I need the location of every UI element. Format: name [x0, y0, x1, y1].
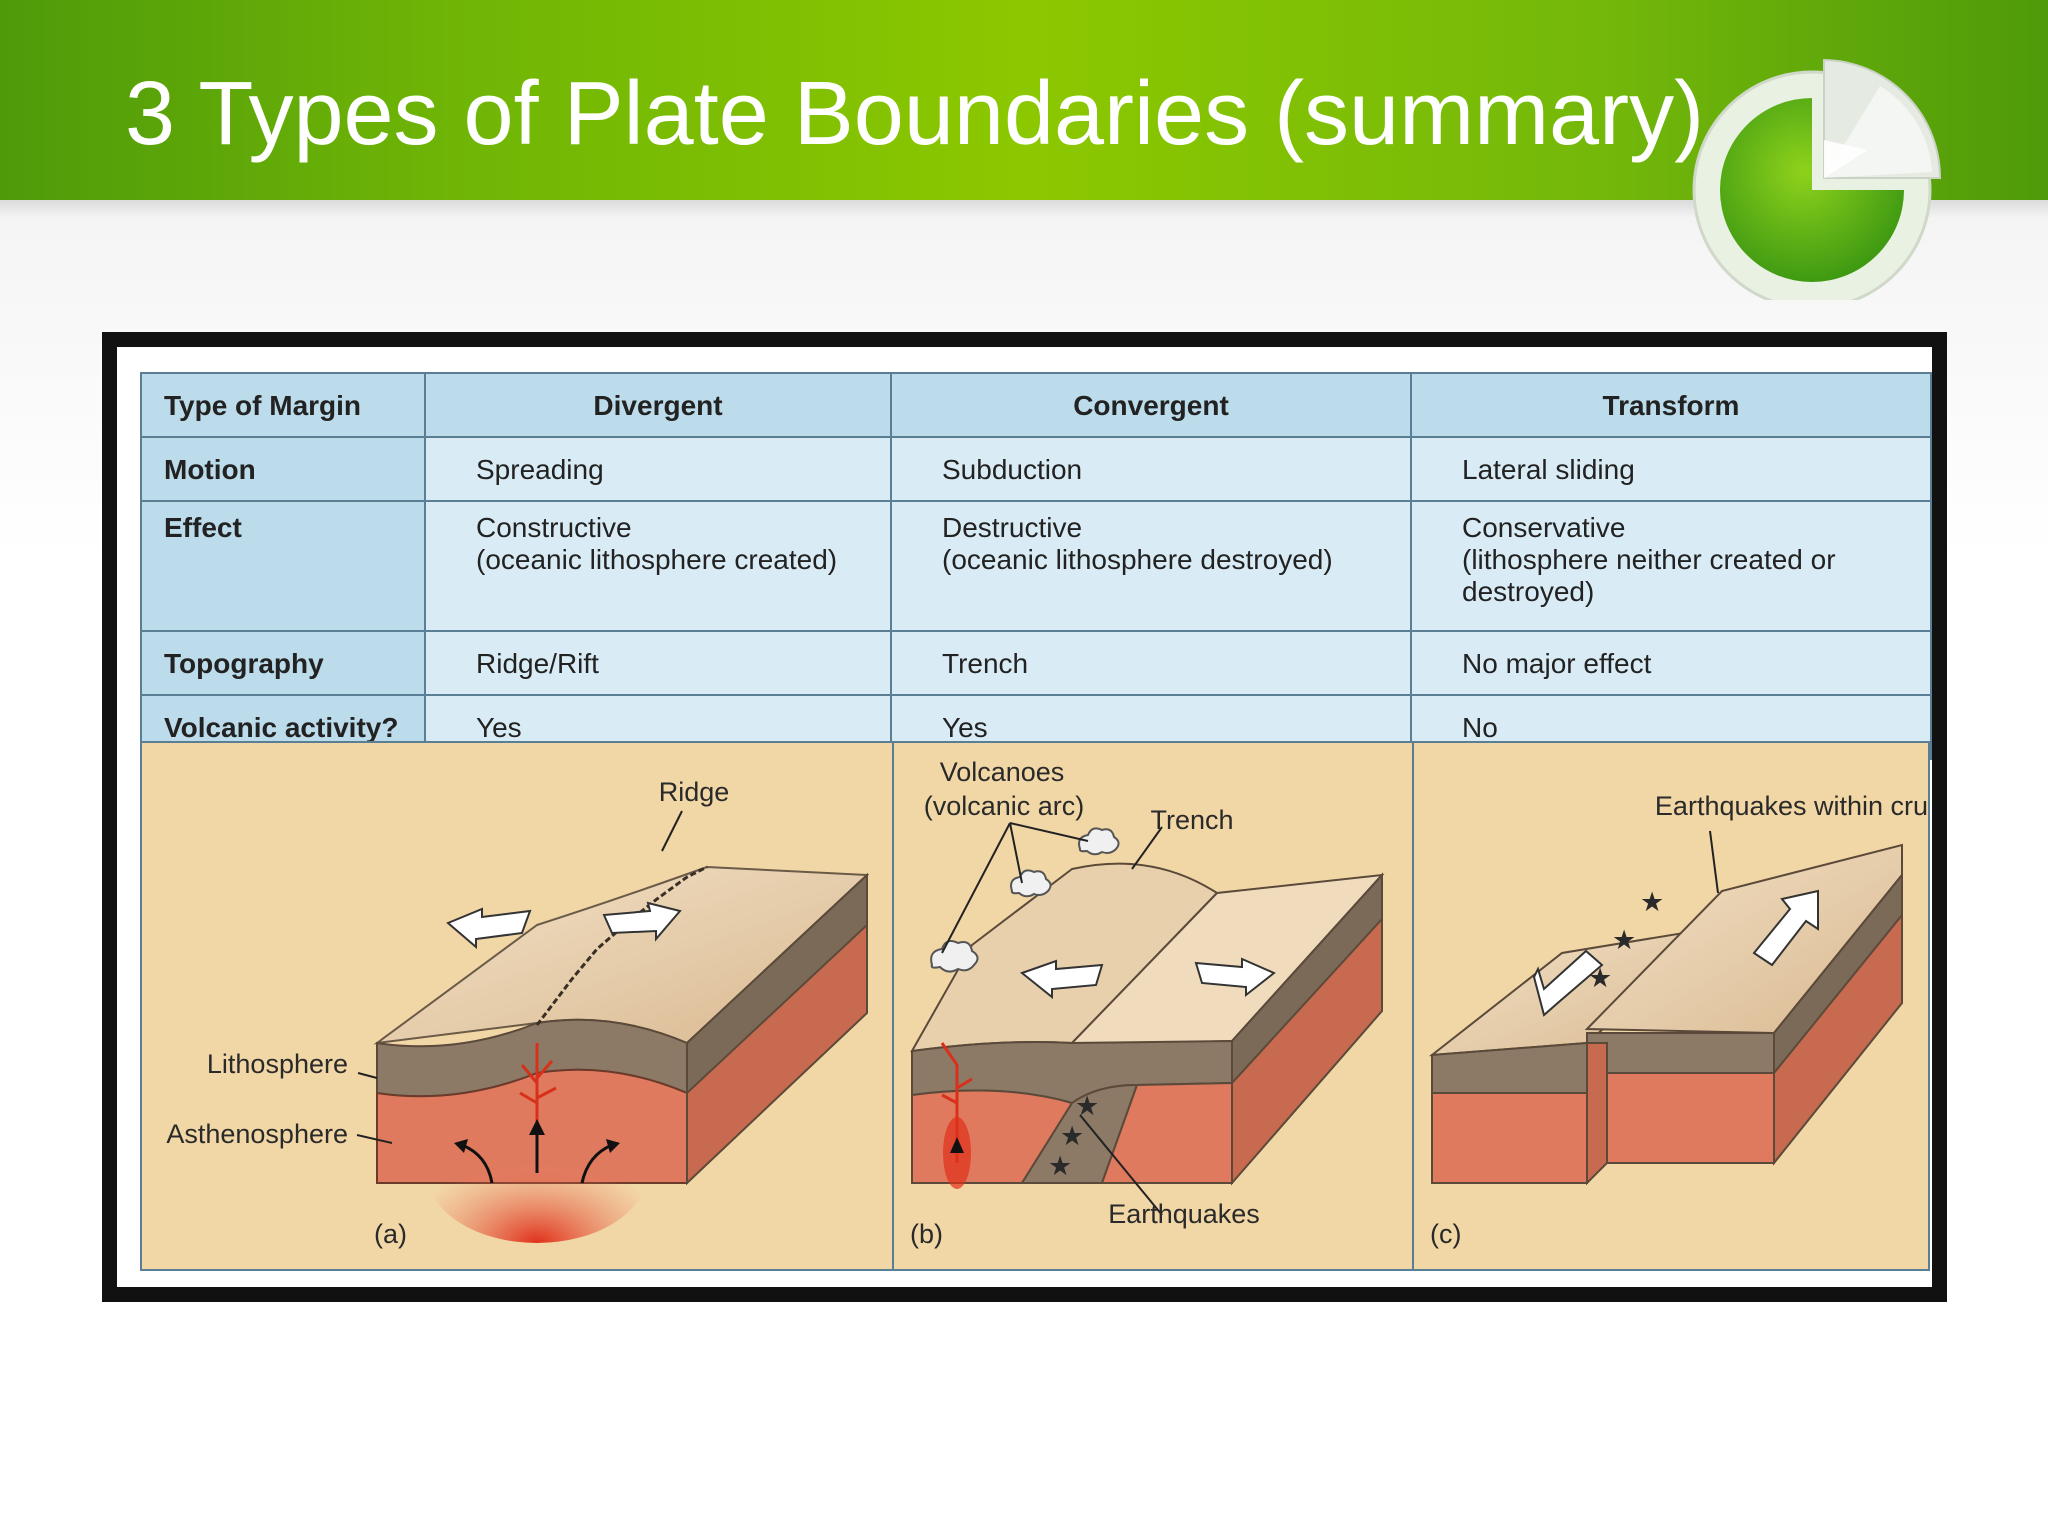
arrowhead — [950, 1137, 964, 1153]
table-header-row: Type of Margin Divergent Convergent Tran… — [140, 372, 1932, 438]
pie-chart-logo-icon — [1692, 58, 1942, 300]
asthenosphere-leader-line — [356, 1134, 393, 1144]
diagram-canvas: Ridge Lithosphere Asthenosphere (a) — [166, 757, 1928, 1249]
column-header-divergent: Divergent — [424, 372, 892, 438]
cell-line: (oceanic lithosphere created) — [476, 544, 838, 575]
table-row-topography: Topography Ridge/Rift Trench No major ef… — [140, 630, 1932, 696]
rising-magma-veins — [519, 1043, 557, 1143]
cell-line: (oceanic lithosphere destroyed) — [942, 544, 1333, 575]
volcano-cloud — [1010, 869, 1052, 898]
panel-divider — [1412, 743, 1414, 1269]
lithosphere-label: Lithosphere — [207, 1049, 348, 1079]
transform-boundary-diagram: ★ ★ ★ Earthquakes within crust (c) — [1428, 791, 1928, 1249]
table-cell: Ridge/Rift — [424, 630, 892, 696]
divergent-side-lithosphere — [686, 872, 868, 1096]
banner-shadow — [0, 200, 2048, 218]
table-row-motion: Motion Spreading Subduction Lateral slid… — [140, 436, 1932, 502]
slide-arrow-up-right — [1752, 889, 1819, 967]
volcanic-arc-label: (volcanic arc) — [924, 791, 1085, 821]
figure-canvas: Type of Margin Divergent Convergent Tran… — [117, 347, 1932, 1287]
earthquakes-label: Earthquakes — [1108, 1199, 1260, 1229]
figure-frame: Type of Margin Divergent Convergent Tran… — [102, 332, 1947, 1302]
volcano-leader-line — [941, 822, 1011, 954]
earthquake-star: ★ — [1588, 963, 1612, 993]
trench-label: Trench — [1150, 805, 1233, 835]
slide-arrow-down-left — [1532, 949, 1604, 1017]
column-header-transform: Transform — [1410, 372, 1932, 438]
volcanoes-label: Volcanoes — [940, 757, 1065, 787]
row-label-effect: Effect — [140, 500, 426, 632]
table-cell: Lateral sliding — [1410, 436, 1932, 502]
panel-label-b: (b) — [910, 1219, 943, 1249]
plate-boundaries-summary-table: Type of Margin Divergent Convergent Tran… — [140, 372, 1932, 760]
corner-header-cell: Type of Margin — [140, 372, 426, 438]
volcano-leader-line — [1009, 822, 1089, 842]
panel-label-a: (a) — [374, 1219, 407, 1249]
cell-line: destroyed) — [1462, 576, 1595, 607]
column-header-convergent: Convergent — [890, 372, 1412, 438]
trench-leader-line — [1131, 826, 1163, 870]
earthquake-star: ★ — [1075, 1091, 1099, 1121]
row-label-motion: Motion — [140, 436, 426, 502]
panel-divider — [892, 743, 894, 1269]
cell-line: Constructive — [476, 512, 632, 543]
convergence-arrow-right — [1194, 957, 1276, 998]
lithosphere-leader-line — [357, 1072, 378, 1079]
table-cell: Conservative (lithosphere neither create… — [1410, 500, 1932, 632]
table-cell: Subduction — [890, 436, 1412, 502]
earthquakes-within-crust-label: Earthquakes within crust — [1655, 791, 1928, 821]
table-cell: Destructive (oceanic lithosphere destroy… — [890, 500, 1412, 632]
volcano-leader-line — [1009, 822, 1023, 884]
earthquakes-crust-leader-line — [1709, 830, 1719, 894]
spreading-arrow-right — [602, 901, 682, 942]
divergent-boundary-diagram: Ridge Lithosphere Asthenosphere (a) — [166, 777, 870, 1249]
transform-left-asthenosphere — [1431, 1092, 1588, 1184]
transform-right-asthenosphere — [1606, 1072, 1775, 1164]
table-cell: No major effect — [1410, 630, 1932, 696]
earthquake-star: ★ — [1060, 1121, 1084, 1151]
convergent-side-lithosphere — [1231, 872, 1383, 1086]
transform-side-lithosphere — [1773, 872, 1903, 1076]
cell-line: Conservative — [1462, 512, 1626, 543]
table-row-effect: Effect Constructive (oceanic lithosphere… — [140, 500, 1932, 632]
slide-title: 3 Types of Plate Boundaries (summary) — [125, 64, 1705, 164]
convection-arrow-left — [461, 1143, 494, 1184]
volcano-cloud — [1078, 827, 1120, 856]
convergent-boundary-diagram: ★ ★ ★ Volcanoes (volcanic arc) Trench Ea… — [910, 757, 1385, 1249]
volcano-cloud — [930, 940, 979, 973]
earthquakes-leader-line — [1079, 1114, 1163, 1216]
arrowhead — [529, 1119, 545, 1135]
table-cell: Spreading — [424, 436, 892, 502]
earthquake-star: ★ — [1612, 925, 1636, 955]
transform-right-lithosphere — [1586, 1032, 1775, 1074]
panel-label-c: (c) — [1430, 1219, 1461, 1249]
cell-line: Destructive — [942, 512, 1083, 543]
table-cell: Trench — [890, 630, 1412, 696]
arrowhead — [606, 1139, 620, 1153]
arrowhead — [454, 1139, 468, 1153]
row-label-topography: Topography — [140, 630, 426, 696]
cell-line: (lithosphere neither created or — [1462, 544, 1836, 575]
asthenosphere-label: Asthenosphere — [166, 1119, 348, 1149]
convergence-arrow-left — [1019, 959, 1104, 1000]
earthquake-star: ★ — [1640, 887, 1664, 917]
spreading-arrow-left — [446, 907, 532, 950]
convection-arrow-right — [580, 1143, 613, 1184]
ridge-leader-line — [661, 810, 683, 852]
transform-offset-face — [1586, 1042, 1608, 1186]
boundary-diagrams: Ridge Lithosphere Asthenosphere (a) — [140, 741, 1930, 1271]
ridge-label: Ridge — [659, 777, 730, 807]
table-cell: Constructive (oceanic lithosphere create… — [424, 500, 892, 632]
earthquake-star: ★ — [1048, 1151, 1072, 1181]
